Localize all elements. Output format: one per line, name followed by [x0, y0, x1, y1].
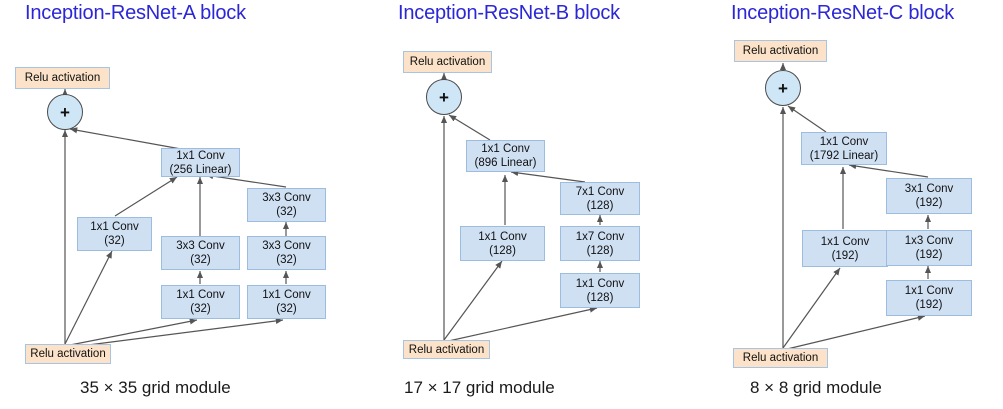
panel-inception-resnet-c: Inception-ResNet-C block Relu activation… [700, 0, 1003, 409]
node-a-branch1-conv-line1: 1x1 Conv [90, 221, 139, 233]
edge-a-branch1-to-mergeconv [114, 176, 178, 217]
node-b-branch3-mid-line1: 1x7 Conv [575, 230, 625, 243]
node-a-branch3-mid-line2: (32) [276, 254, 297, 266]
node-a-merge-conv-line2: (256 Linear) [169, 163, 232, 176]
edge-b-relu-to-branch2 [443, 260, 503, 341]
node-c-sum-label: + [778, 78, 788, 98]
edge-a-relu-to-branch2bottom [64, 318, 198, 347]
node-c-branch3-mid-line1: 1x3 Conv [904, 235, 954, 247]
node-a-sum[interactable]: + [47, 94, 83, 130]
node-a-branch1-conv-line2: (32) [104, 235, 125, 247]
node-b-branch3-bottom-line1: 1x1 Conv [575, 277, 625, 290]
node-a-top-relu-label: Relu activation [24, 72, 101, 84]
node-b-branch3-top[interactable]: 7x1 Conv (128) [560, 182, 640, 215]
edge-a-relu-to-branch3bottom [64, 317, 284, 349]
node-b-branch2-conv-line2: (128) [489, 244, 516, 257]
node-a-branch2-top-line2: (32) [190, 254, 211, 266]
node-a-branch3-bottom-line2: (32) [276, 303, 297, 315]
panel-b-caption: 17 × 17 grid module [404, 378, 555, 397]
node-a-branch2-bottom[interactable]: 1x1 Conv (32) [161, 285, 240, 319]
node-a-branch3-mid[interactable]: 3x3 Conv (32) [247, 236, 326, 270]
node-b-merge-conv-line1: 1x1 Conv [481, 143, 530, 155]
edge-a-mergeconv-to-sum [69, 127, 182, 150]
panel-a-caption: 35 × 35 grid module [80, 378, 231, 397]
panel-b-title: Inception-ResNet-B block [398, 2, 620, 24]
node-c-branch3-top-line2: (192) [915, 197, 943, 209]
node-c-branch3-bottom-line2: (192) [915, 299, 943, 311]
node-c-merge-conv-line1: 1x1 Conv [819, 135, 869, 148]
edge-b-relu-to-branch3bottom [443, 306, 598, 343]
node-a-branch3-top[interactable]: 3x3 Conv (32) [247, 188, 326, 222]
node-c-branch3-top-line1: 3x1 Conv [904, 183, 954, 195]
panel-c-title: Inception-ResNet-C block [731, 2, 955, 24]
node-b-branch3-mid[interactable]: 1x7 Conv (128) [560, 226, 640, 261]
node-b-top-relu[interactable]: Relu activation [403, 51, 492, 73]
edge-c-relu-to-branch3bottom [782, 314, 926, 351]
panel-a-title: Inception-ResNet-A block [25, 2, 246, 24]
edge-a-branch3top-to-mergeconv [205, 172, 287, 188]
edge-b-branch3top-to-mergeconv [510, 169, 586, 183]
node-a-bottom-relu-label: Relu activation [30, 348, 106, 360]
node-a-branch2-top[interactable]: 3x3 Conv (32) [161, 236, 240, 270]
node-c-top-relu-label: Relu activation [742, 45, 819, 57]
node-c-branch3-top[interactable]: 3x1 Conv (192) [886, 178, 972, 214]
node-b-sum[interactable]: + [426, 79, 462, 115]
node-b-top-relu-label: Relu activation [409, 56, 486, 68]
node-a-branch3-top-line2: (32) [276, 206, 297, 218]
node-a-branch2-bottom-line2: (32) [190, 303, 211, 315]
edge-c-branch3top-to-mergeconv [848, 162, 929, 178]
node-a-merge-conv-line1: 1x1 Conv [176, 149, 225, 162]
edge-c-relu-to-branch2 [782, 267, 841, 349]
node-c-branch3-bottom[interactable]: 1x1 Conv (192) [886, 280, 972, 316]
node-b-merge-conv[interactable]: 1x1 Conv (896 Linear) [466, 140, 545, 172]
node-a-branch3-bottom-line1: 1x1 Conv [262, 289, 311, 301]
node-b-branch3-top-line1: 7x1 Conv [575, 185, 625, 198]
node-b-branch3-mid-line2: (128) [586, 244, 614, 257]
node-a-merge-conv[interactable]: 1x1 Conv (256 Linear) [161, 148, 240, 177]
node-c-branch3-mid-line2: (192) [915, 249, 943, 261]
node-b-bottom-relu-label: Relu activation [408, 343, 485, 356]
node-c-merge-conv-line2: (1792 Linear) [809, 149, 879, 162]
node-c-branch3-mid[interactable]: 1x3 Conv (192) [886, 230, 972, 266]
node-a-branch3-top-line1: 3x3 Conv [262, 192, 311, 204]
node-c-bottom-relu[interactable]: Relu activation [733, 348, 828, 368]
node-a-branch1-conv[interactable]: 1x1 Conv (32) [77, 217, 152, 251]
node-c-branch2-conv[interactable]: 1x1 Conv (192) [802, 230, 888, 267]
node-c-merge-conv[interactable]: 1x1 Conv (1792 Linear) [801, 132, 887, 165]
node-c-branch2-conv-line2: (192) [831, 249, 859, 262]
node-a-branch3-mid-line1: 3x3 Conv [262, 240, 311, 252]
panel-c-caption: 8 × 8 grid module [750, 378, 882, 397]
node-c-bottom-relu-label: Relu activation [742, 352, 819, 364]
node-a-top-relu[interactable]: Relu activation [15, 67, 110, 89]
node-a-sum-label: + [60, 102, 70, 122]
node-b-merge-conv-line2: (896 Linear) [474, 157, 537, 169]
node-b-branch2-conv-line1: 1x1 Conv [478, 230, 527, 243]
node-b-bottom-relu[interactable]: Relu activation [403, 340, 490, 359]
node-a-branch3-bottom[interactable]: 1x1 Conv (32) [247, 285, 326, 319]
node-a-bottom-relu[interactable]: Relu activation [25, 344, 111, 364]
node-b-branch2-conv[interactable]: 1x1 Conv (128) [460, 226, 545, 261]
edge-b-mergeconv-to-sum [448, 114, 491, 141]
node-c-sum[interactable]: + [765, 70, 801, 106]
node-b-branch3-bottom-line2: (128) [586, 291, 614, 304]
node-b-branch3-top-line2: (128) [586, 199, 614, 212]
node-c-branch2-conv-line1: 1x1 Conv [820, 235, 870, 248]
node-b-branch3-bottom[interactable]: 1x1 Conv (128) [560, 273, 640, 308]
node-c-top-relu[interactable]: Relu activation [734, 40, 827, 62]
node-b-sum-label: + [439, 87, 449, 107]
node-a-branch2-top-line1: 3x3 Conv [176, 240, 225, 252]
panel-inception-resnet-b: Inception-ResNet-B block Relu activation… [380, 0, 680, 409]
panel-inception-resnet-a: Inception-ResNet-A block Relu activation… [0, 0, 340, 409]
edge-c-mergeconv-to-sum [787, 105, 827, 133]
node-a-branch2-bottom-line1: 1x1 Conv [176, 289, 225, 301]
edge-a-relu-to-branch1 [64, 250, 113, 345]
node-c-branch3-bottom-line1: 1x1 Conv [904, 285, 954, 297]
